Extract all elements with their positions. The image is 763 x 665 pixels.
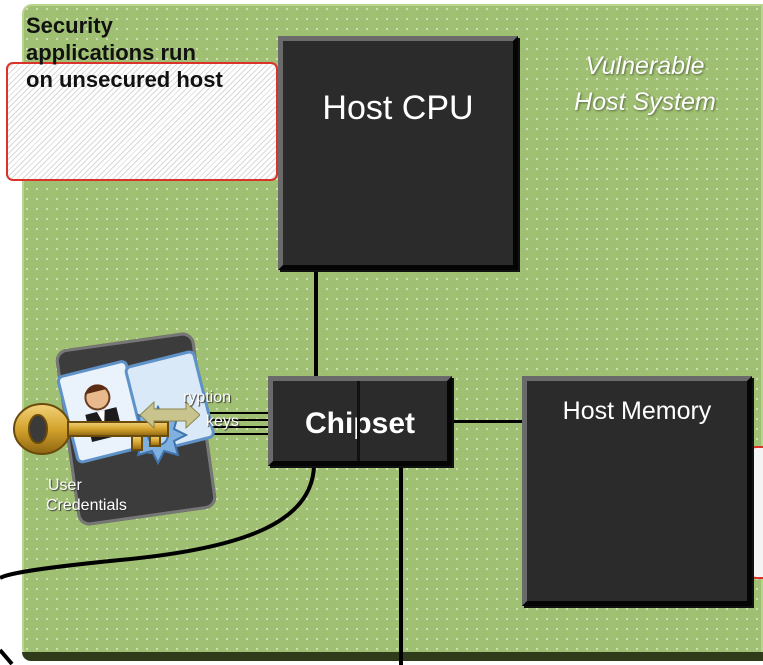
chipset-label: Chipset: [273, 407, 447, 441]
storage-bus-wire-1: [200, 412, 270, 414]
board-shadow: [22, 652, 763, 661]
chipset-chip: Chipset: [268, 376, 452, 466]
chipset-bus-down-wire: [399, 466, 403, 665]
encryption-label-part1: ryption: [183, 389, 232, 406]
encryption-label-part2: keys: [206, 413, 239, 430]
storage-bus-wire-3: [200, 426, 270, 428]
board-title-line2: Host System: [574, 88, 716, 116]
security-callout: [6, 62, 278, 181]
callout-line1: Security: [26, 13, 113, 38]
board-title-line1: Vulnerable: [585, 52, 705, 80]
board-title: Vulnerable Host System: [540, 48, 750, 120]
storage-bus-wire-2: [200, 419, 270, 421]
user-credentials-label-line2: Credentials: [46, 497, 127, 514]
key-icon: [13, 403, 169, 455]
host-cpu-chip: Host CPU: [278, 36, 518, 270]
chipset-curve-wire: [0, 465, 316, 580]
host-cpu-label: Host CPU: [322, 89, 474, 127]
storage-bus-wire-4: [200, 433, 270, 435]
host-memory-chip: Host Memory: [522, 376, 752, 606]
cpu-chipset-wire: [314, 270, 318, 378]
corner-wire: [0, 648, 14, 665]
security-callout-text: Security applications run on unsecured h…: [26, 12, 266, 93]
chipset-memory-wire: [452, 420, 526, 423]
double-arrow-icon: [140, 400, 200, 430]
user-credentials-label-line1: User: [48, 477, 82, 494]
callout-line2: applications run: [26, 40, 196, 65]
chipset-divider: [357, 381, 360, 461]
callout-line3: on unsecured host: [26, 67, 223, 92]
host-memory-label: Host Memory: [562, 397, 712, 425]
